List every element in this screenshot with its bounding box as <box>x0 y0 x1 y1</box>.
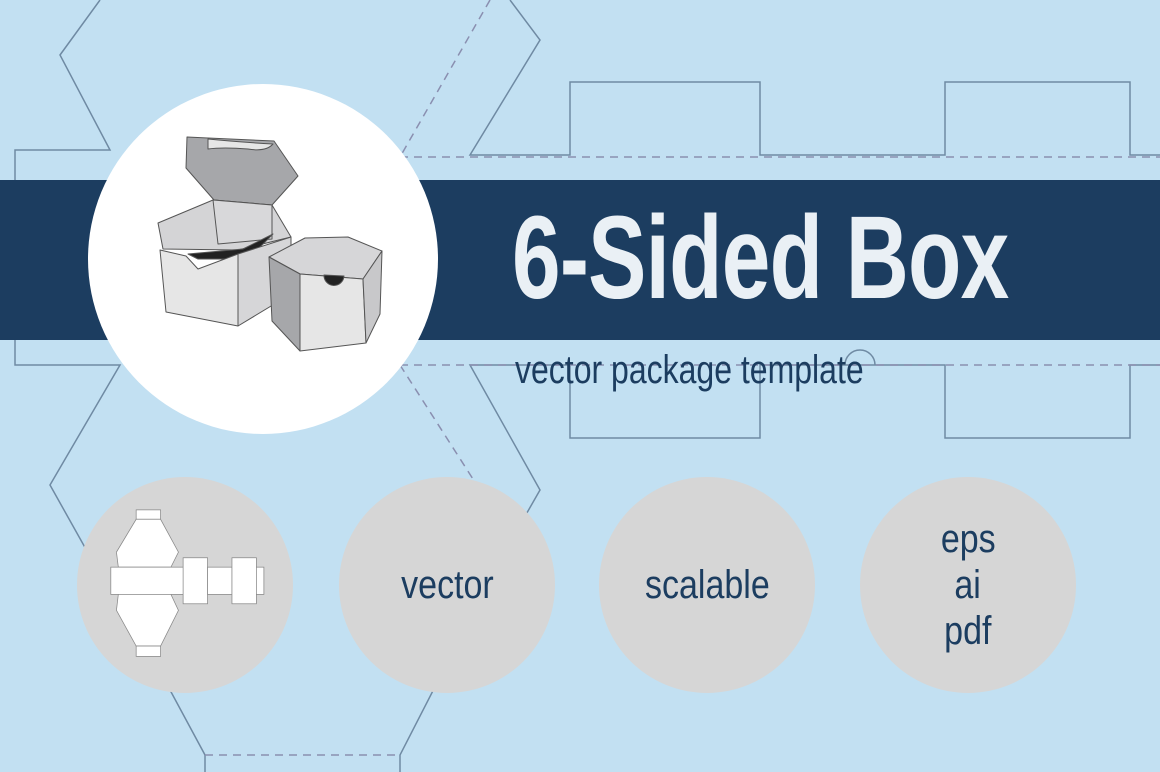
format-pdf: pdf <box>944 609 992 653</box>
hexagonal-box-illustration <box>157 136 383 352</box>
box-illustration-circle <box>88 84 438 434</box>
box-template-net-icon <box>110 509 265 657</box>
feature-circle-vector: vector <box>339 477 555 693</box>
format-eps: eps <box>940 517 996 561</box>
format-ai: ai <box>954 563 982 607</box>
page-title: 6-Sided Box <box>512 192 1009 324</box>
feature-circle-scalable: scalable <box>599 477 815 693</box>
subtitle: vector package template <box>515 348 864 392</box>
formats-circle: eps ai pdf <box>860 477 1076 693</box>
feature-label: vector <box>400 563 494 607</box>
feature-label: scalable <box>644 563 770 607</box>
dieline-preview-circle <box>77 477 293 693</box>
